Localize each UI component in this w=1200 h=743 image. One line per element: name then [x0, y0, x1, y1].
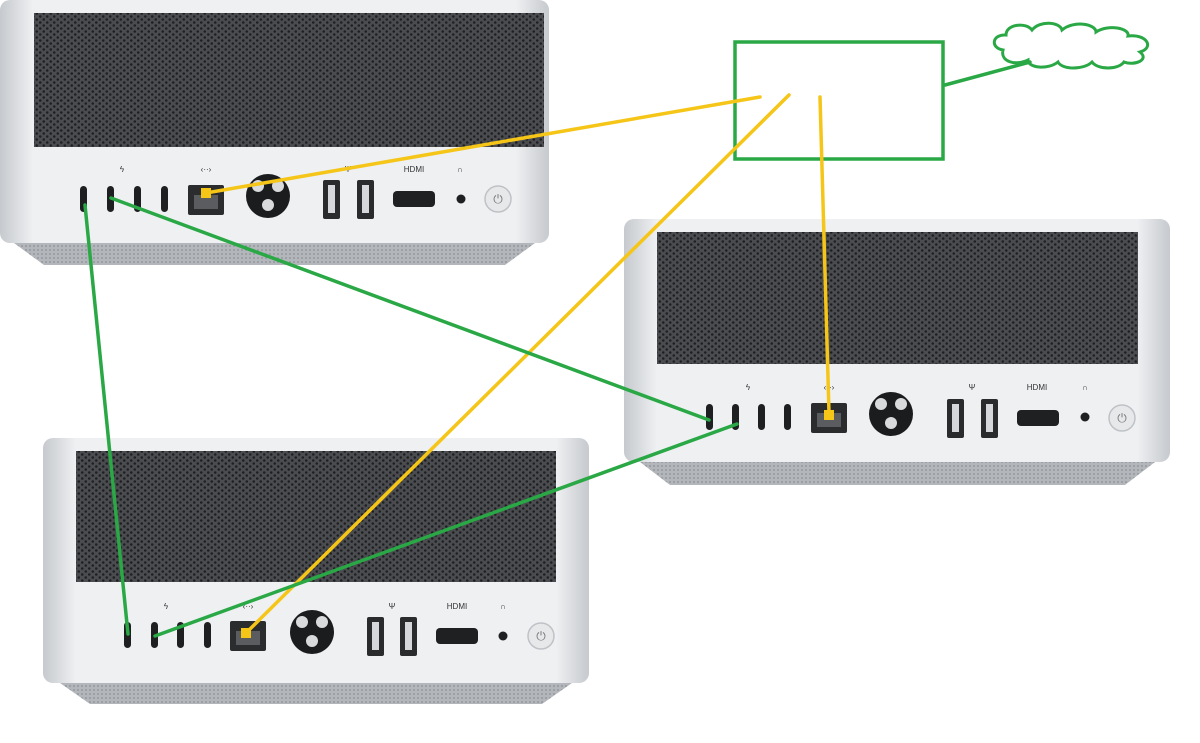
ethernet-cable-right [818, 95, 831, 415]
power-icon: ⏻ [1117, 411, 1127, 425]
usb-a-port-2-tongue [405, 622, 412, 650]
power-button[interactable] [1108, 404, 1136, 432]
ethernet-port-inner [194, 195, 218, 209]
headphone-jack[interactable] [498, 631, 508, 641]
thunderbolt-port-1[interactable] [706, 404, 713, 430]
ethernet-label: ‹··› [201, 165, 212, 174]
base-foot [60, 683, 572, 704]
headphone-label: ∩ [500, 602, 506, 611]
power-inlet[interactable] [869, 392, 913, 436]
port-panel: ϟ ‹··› Ψ HDMI ∩ ⏻ [124, 602, 555, 656]
thunderbolt-label: ϟ [164, 602, 169, 611]
thunderbolt-port-4[interactable] [204, 622, 211, 648]
thunderbolt-cable-top-to-bottom [83, 203, 130, 636]
thunderbolt-port-4[interactable] [161, 186, 168, 212]
network-switch-box [733, 40, 945, 161]
ethernet-plug-right [824, 410, 834, 420]
thunderbolt-label: ϟ [120, 165, 125, 174]
hdmi-port[interactable] [393, 191, 435, 207]
ethernet-cable-bottom-left [244, 93, 791, 635]
vent-grille [34, 13, 544, 147]
uplink-cable [943, 60, 1032, 87]
power-icon: ⏻ [493, 192, 503, 206]
thunderbolt-cable-top-to-right [109, 196, 711, 422]
ethernet-label: ‹··› [243, 602, 254, 611]
ethernet-plug-top-left [201, 188, 211, 198]
usb-a-port-1-tongue [952, 404, 959, 432]
usb-a-port-2-tongue [362, 185, 369, 213]
thunderbolt-label: ϟ [746, 383, 751, 392]
usb-a-port-1-tongue [328, 185, 335, 213]
mac-studio-right: ϟ ‹··› Ψ HDMI ∩ ⏻ [624, 219, 1170, 485]
base-foot [640, 462, 1155, 485]
vent-grille [76, 451, 556, 582]
ethernet-cable-top-left [204, 95, 762, 195]
usb-a-port-2-tongue [986, 404, 993, 432]
headphone-label: ∩ [1082, 383, 1088, 392]
headphone-label: ∩ [457, 165, 463, 174]
power-inlet[interactable] [290, 610, 334, 654]
ethernet-plug-bottom-left [241, 628, 251, 638]
mac-studio-bottom-left: ϟ ‹··› Ψ HDMI ∩ ⏻ [43, 438, 589, 704]
usb-label: Ψ [969, 383, 976, 392]
thunderbolt-port-4[interactable] [784, 404, 791, 430]
hdmi-label: HDMI [447, 602, 467, 611]
thunderbolt-port-3[interactable] [758, 404, 765, 430]
headphone-jack[interactable] [456, 194, 466, 204]
cloud-icon [992, 21, 1150, 70]
hdmi-port[interactable] [1017, 410, 1059, 426]
base-foot [14, 243, 535, 265]
power-icon: ⏻ [536, 629, 546, 643]
hdmi-port[interactable] [436, 628, 478, 644]
hdmi-label: HDMI [1027, 383, 1047, 392]
power-button[interactable] [484, 185, 512, 213]
vent-grille [657, 232, 1138, 364]
mac-studio-top-left: ϟ ‹··› Ψ HDMI ∩ ⏻ [0, 0, 549, 265]
headphone-jack[interactable] [1080, 412, 1090, 422]
hdmi-label: HDMI [404, 165, 424, 174]
usb-a-port-1-tongue [372, 622, 379, 650]
usb-label: Ψ [389, 602, 396, 611]
power-button[interactable] [527, 622, 555, 650]
thunderbolt-cable-right-to-bottom [153, 422, 739, 638]
